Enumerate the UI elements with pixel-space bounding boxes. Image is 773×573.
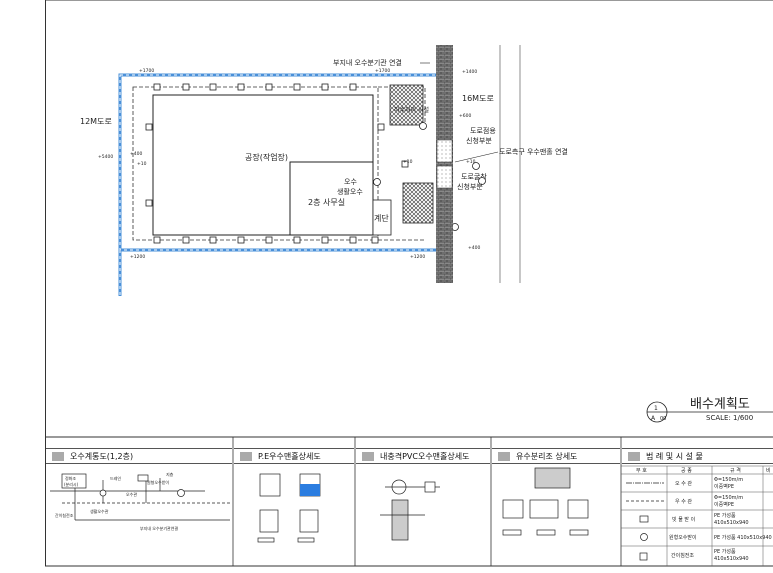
- svg-text:+1400: +1400: [462, 69, 477, 75]
- septic-tank-top: [389, 84, 424, 126]
- svg-text:지층: 지층: [166, 471, 174, 477]
- svg-text:이중벽PE: 이중벽PE: [714, 483, 734, 490]
- road-occupancy-zone: [436, 139, 453, 163]
- svg-text:+1200: +1200: [130, 254, 145, 260]
- svg-text:410x510x940: 410x510x940: [714, 520, 749, 526]
- svg-text:PE 가성품: PE 가성품: [714, 548, 736, 555]
- factory-label: 공장(작업장): [245, 152, 288, 162]
- svg-text:Φ=150m/m: Φ=150m/m: [714, 495, 743, 501]
- svg-text:간이침전조: 간이침전조: [55, 512, 74, 518]
- svg-text:410x510x940: 410x510x940: [714, 556, 749, 562]
- svg-text:우 수 관: 우 수 관: [675, 498, 692, 505]
- office-label: 2층 사무실: [308, 197, 345, 207]
- panel-marker: [362, 452, 374, 461]
- pe-manhole-detail: [257, 473, 321, 543]
- domestic-sewage-label: 생활오수: [337, 187, 363, 196]
- conn-top-label: 부지내 오수분기관 연결: [333, 58, 402, 67]
- svg-text:생활오수관: 생활오수관: [90, 508, 109, 514]
- svg-text:Φ=150m/m: Φ=150m/m: [714, 477, 743, 483]
- panel-separators: [232, 437, 622, 566]
- catch-basin-row-top: [153, 83, 357, 91]
- svg-text:PE 가성품: PE 가성품: [714, 512, 736, 519]
- title-block: 1 A 00 배수계획도 SCALE: 1/600: [646, 397, 773, 423]
- svg-text:부지내 오수분기관연결: 부지내 오수분기관연결: [140, 525, 178, 531]
- svg-text:PE 가성품 410x510x940: PE 가성품 410x510x940: [714, 534, 772, 541]
- catch-basin-row-bottom: [153, 236, 379, 244]
- svg-text:공 종: 공 종: [681, 468, 692, 474]
- panel-marker: [52, 452, 64, 461]
- septic-tank-bottom: [402, 182, 434, 224]
- pvc-manhole-detail: [380, 479, 440, 541]
- svg-text:원형오수받이: 원형오수받이: [147, 479, 169, 485]
- oil-separator-detail: [502, 467, 589, 536]
- svg-text:(분리시): (분리시): [64, 481, 79, 487]
- legend-table: [621, 465, 773, 566]
- svg-text:원형오수받이: 원형오수받이: [669, 534, 697, 541]
- stair: [372, 199, 392, 236]
- svg-text:이중벽PE: 이중벽PE: [714, 501, 734, 508]
- svg-text:부 호: 부 호: [636, 468, 647, 474]
- svg-text:+400: +400: [130, 151, 142, 157]
- panel-header-legend: 범 례 및 시 설 물: [622, 448, 773, 464]
- svg-text:+10: +10: [137, 161, 147, 167]
- level-marks: +1700 +1700 +5400 +400 +10 +1200 +1200 +…: [98, 68, 480, 260]
- svg-text:+1200: +1200: [410, 254, 425, 260]
- svg-text:+10: +10: [466, 159, 476, 165]
- svg-text:+400: +400: [468, 245, 480, 251]
- svg-text:비: 비: [766, 467, 771, 474]
- svg-text:드레인: 드레인: [110, 475, 121, 481]
- manhole-symbols: [373, 122, 486, 231]
- svg-text:00: 00: [660, 416, 666, 422]
- svg-text:+5400: +5400: [98, 154, 113, 160]
- svg-text:+1700: +1700: [139, 68, 154, 74]
- panel-header-oil-separator: 유수분리조 상세도: [492, 448, 620, 464]
- svg-text:오수관: 오수관: [126, 491, 137, 497]
- leader-line: [454, 151, 499, 163]
- svg-text:A: A: [651, 415, 656, 422]
- svg-text:간이침전조: 간이침전조: [671, 552, 694, 559]
- catch-basin-column: [145, 123, 409, 207]
- svg-text:정화조: 정화조: [65, 475, 76, 481]
- sewage-system-diagram: [50, 473, 230, 521]
- road-boundary-wall: [436, 45, 453, 283]
- drawing-title: 배수계획도: [690, 397, 750, 412]
- sewage-diagram-labels: 정화조 (분리시) 드레인 원형오수받이 오수관 간이침전조 생활오수관 부지내…: [55, 471, 178, 531]
- panel-header-pvc-manhole: 내충격PVC오수맨홀상세도: [356, 448, 490, 464]
- legend-symbols: [626, 482, 664, 561]
- panel-header-pe-manhole: P.E우수맨홀상세도: [234, 448, 354, 464]
- sewage-label: 오수: [344, 178, 357, 186]
- svg-text:규 격: 규 격: [730, 467, 741, 474]
- road-right-label: 16M도로: [462, 94, 494, 103]
- drawing-scale: SCALE: 1/600: [706, 414, 753, 422]
- conn-right-label: 도로측구 우수맨홀 연결: [499, 147, 568, 156]
- svg-text:+600: +600: [459, 113, 471, 119]
- road-left-label: 12M도로: [80, 117, 112, 126]
- sheet-border: [45, 0, 773, 567]
- svg-text:1: 1: [654, 405, 658, 412]
- panel-marker: [628, 452, 640, 461]
- svg-text:빗 물 받 이: 빗 물 받 이: [672, 516, 695, 523]
- septic-tank-label: 하수처리 시설: [394, 106, 429, 114]
- panel-header-sewage-system: 오수계통도(1,2층): [46, 448, 232, 464]
- road-excavation-zone: [436, 165, 453, 189]
- svg-text:오 수 관: 오 수 관: [675, 480, 692, 487]
- panel-marker: [240, 452, 252, 461]
- stair-label: 계단: [374, 213, 389, 223]
- office-building: [289, 161, 374, 236]
- panel-marker: [498, 452, 510, 461]
- svg-text:+10: +10: [403, 159, 413, 165]
- svg-text:+1700: +1700: [375, 68, 390, 74]
